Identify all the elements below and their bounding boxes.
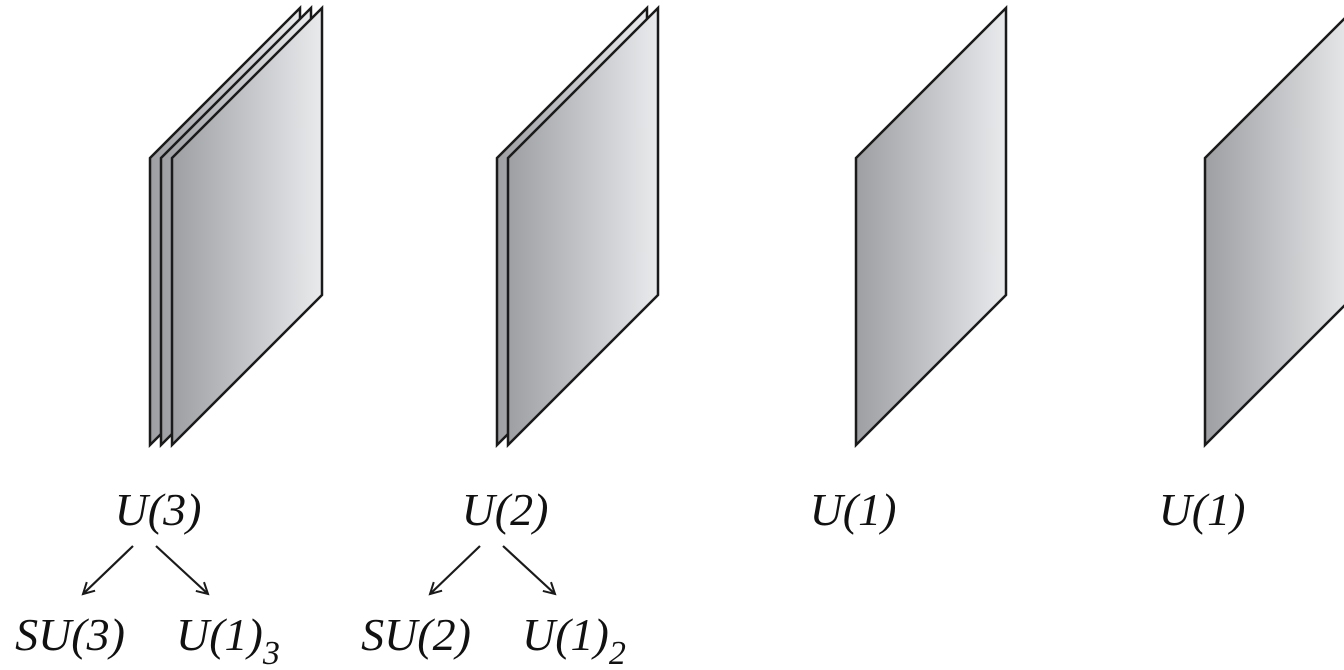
arrow-left-u3	[83, 545, 134, 594]
stack-label-u1-a: U(1)	[810, 484, 897, 535]
stack-label-u1-b: U(1)	[1159, 484, 1246, 535]
arrow-right-u3	[155, 545, 208, 594]
brane-sheet	[170, 4, 324, 449]
stack-u1-b	[1203, 17, 1344, 449]
stack-u2	[495, 4, 660, 449]
breakdown-main: U(1)	[522, 609, 609, 660]
breakdown-subscript: 2	[609, 635, 626, 670]
breakdown-label-su3: SU(3)	[15, 609, 125, 660]
breakdown-label-u1-3: U(1)3	[176, 609, 280, 670]
stack-label-u3: U(3)	[115, 484, 202, 535]
stack-u3	[148, 4, 324, 449]
arrow-right-u2	[502, 545, 555, 594]
brane-sheet	[1203, 17, 1344, 449]
breakdown-label-su2: SU(2)	[361, 609, 471, 660]
breakdown-label-u1-2: U(1)2	[522, 609, 626, 670]
breakdown-main: U(1)	[176, 609, 263, 660]
arrow-left-u2	[430, 545, 481, 594]
stack-u1-a	[854, 4, 1008, 449]
stack-label-u2: U(2)	[462, 484, 549, 535]
brane-sheet	[506, 4, 660, 449]
brane-sheet	[854, 4, 1008, 449]
breakdown-subscript: 3	[262, 635, 280, 670]
